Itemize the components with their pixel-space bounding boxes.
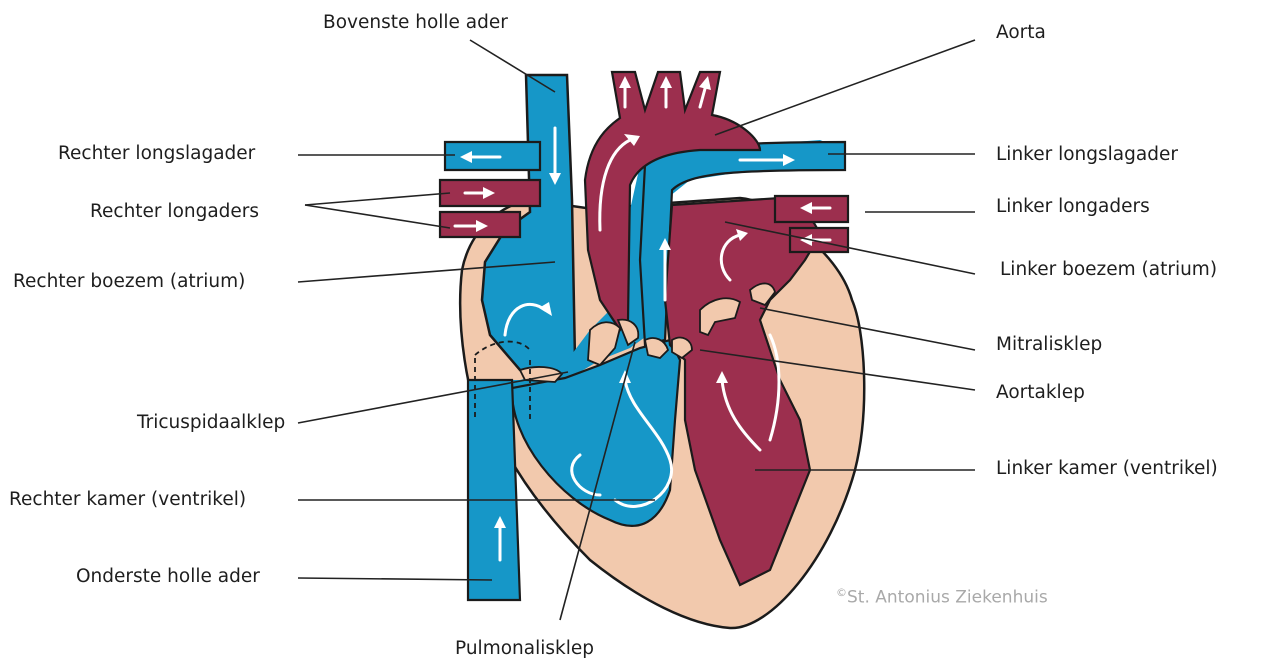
label-tricuspid-valve: Tricuspidaalklep <box>137 412 285 434</box>
label-right-pulmonary-artery: Rechter longslagader <box>58 143 255 165</box>
label-superior-vena-cava: Bovenste holle ader <box>323 12 508 34</box>
label-left-pulmonary-veins: Linker longaders <box>996 196 1150 218</box>
label-mitral-valve: Mitralisklep <box>996 334 1102 356</box>
label-pulmonary-valve: Pulmonalisklep <box>455 638 594 660</box>
label-aorta: Aorta <box>996 22 1046 44</box>
label-inferior-vena-cava: Onderste holle ader <box>76 566 260 588</box>
copyright-symbol: © <box>836 586 847 599</box>
label-left-pulmonary-artery: Linker longslagader <box>996 144 1178 166</box>
copyright-notice: ©St. Antonius Ziekenhuis <box>836 582 1048 609</box>
label-left-ventricle: Linker kamer (ventrikel) <box>996 458 1218 480</box>
label-right-pulmonary-veins: Rechter longaders <box>90 201 259 223</box>
label-right-ventricle: Rechter kamer (ventrikel) <box>9 489 246 511</box>
label-left-atrium: Linker boezem (atrium) <box>1000 259 1217 281</box>
copyright-text: St. Antonius Ziekenhuis <box>847 588 1048 608</box>
label-aortic-valve: Aortaklep <box>996 382 1085 404</box>
label-right-atrium: Rechter boezem (atrium) <box>13 271 245 293</box>
